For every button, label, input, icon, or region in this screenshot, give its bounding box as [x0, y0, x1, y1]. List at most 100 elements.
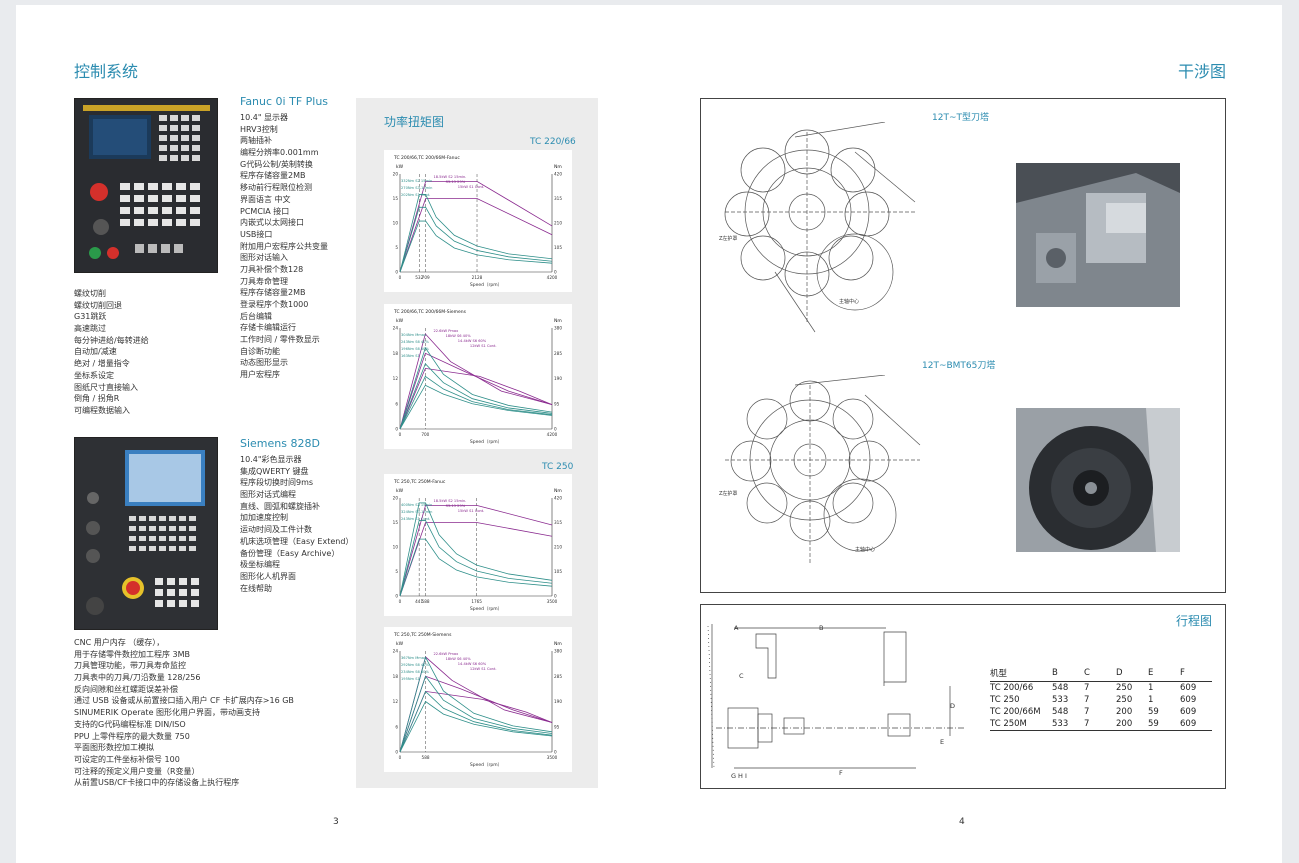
data-label: 22.6kW Pmax: [433, 652, 459, 656]
dim-label-h: H: [738, 772, 743, 780]
interference-drawing-box: [700, 98, 1226, 593]
dim-label-b: B: [819, 624, 823, 632]
y2-tick-label: 95: [554, 724, 560, 729]
y-tick-label: 5: [395, 569, 398, 574]
y-tick-label: 0: [395, 270, 398, 275]
series-line: [399, 180, 553, 273]
siemens-feature-item: 运动时间及工件计数: [240, 525, 312, 535]
y2-axis-label: Nm: [554, 641, 562, 647]
fanuc-feature-item: 自诊断功能: [240, 346, 280, 356]
siemens-bottom-feature-item: 从前置USB/CF卡接口中的存储设备上执行程序: [74, 778, 240, 788]
series-line: [399, 363, 553, 430]
siemens-bottom-feature-item: 反向间隙和丝杠螺距误差补偿: [74, 684, 178, 694]
data-label: 304Nm Mmax: [401, 333, 427, 337]
series-line: [399, 346, 553, 430]
series-line: [399, 520, 553, 597]
data-label: 18.5kW S2 15min.: [433, 499, 466, 503]
y2-tick-label: 105: [554, 569, 562, 574]
spec-table-cell: 250: [1116, 683, 1133, 693]
series-line: [399, 502, 553, 597]
y2-tick-label: 285: [554, 351, 562, 356]
y2-tick-label: 190: [554, 699, 562, 704]
turret-2-photo: [1016, 408, 1180, 552]
y-tick-label: 24: [393, 649, 399, 654]
data-label: 12kW S1 Cont.: [470, 667, 497, 671]
y2-axis-label: Nm: [554, 488, 562, 494]
chart-title: TC 250,TC 250M-Siemens: [393, 632, 452, 638]
page-title-interference: 干涉图: [1178, 62, 1227, 81]
spec-table-header-cell: 机型: [990, 666, 1052, 682]
x-axis-label: Speed（rpm）: [470, 606, 502, 612]
spec-table-cell: 533: [1052, 718, 1084, 731]
x-tick-label: 709: [422, 275, 430, 280]
series-line: [399, 206, 553, 273]
spindle-center-label-1: 主轴中心: [839, 298, 859, 305]
spec-table-cell: 609: [1180, 707, 1197, 717]
y2-tick-label: 210: [554, 545, 562, 550]
fanuc-feature-item: 图形对话输入: [240, 253, 288, 263]
y-tick-label: 18: [393, 674, 399, 679]
siemens-bottom-feature-item: 平面图形数控加工模拟: [74, 743, 154, 753]
x-axis-label: Speed（rpm）: [470, 762, 502, 768]
siemens-controller-photo: [74, 437, 218, 630]
turret-1-caption: 12T~T型刀塔: [932, 113, 989, 123]
fanuc-feature-item: 工作时间 / 零件数显示: [240, 335, 320, 345]
y2-tick-label: 210: [554, 221, 562, 226]
y2-tick-label: 380: [554, 649, 562, 654]
siemens-feature-item: 图形化人机界面: [240, 571, 296, 581]
y2-tick-label: 95: [554, 401, 560, 406]
y2-tick-label: 420: [554, 496, 562, 501]
fanuc-left-feature-item: G31跳跃: [74, 312, 107, 322]
siemens-bottom-feature-item: 可设定的工件坐标补偿号 100: [74, 754, 180, 764]
y-axis-label: kW: [396, 641, 404, 647]
turret-2-photo-illustration: [1016, 408, 1180, 552]
fanuc-left-feature-item: 倒角 / 拐角R: [74, 394, 120, 404]
spec-table-cell: 7: [1084, 683, 1090, 693]
travel-title: 行程图: [1176, 614, 1213, 628]
turret-2-caption: 12T~BMT65刀塔: [922, 361, 996, 371]
siemens-feature-item: 在线帮助: [240, 583, 272, 593]
chart-title: TC 200/66,TC 200/66M-Siemens: [393, 309, 467, 315]
travel-drawing: A B C D E F G H I: [706, 618, 976, 780]
fanuc-feature-item: 程序存储容量2MB: [240, 288, 306, 298]
data-label: 196Nm S6 60%: [401, 347, 429, 351]
fanuc-feature-item: G代码公制/英制转换: [240, 159, 313, 169]
y-tick-label: 12: [393, 699, 399, 704]
spec-table-cell: 1: [1148, 683, 1154, 693]
y-axis-label: kW: [396, 488, 404, 494]
fanuc-feature-item: PCMCIA 接口: [240, 206, 290, 216]
spec-table-cell: 200: [1116, 718, 1148, 731]
siemens-controller-illustration: [75, 438, 217, 629]
data-label: 202Nm S1 Cont.: [401, 193, 430, 197]
fanuc-feature-item: 界面语言 中文: [240, 194, 291, 204]
x-tick-label: 4200: [547, 275, 558, 280]
fanuc-feature-item: 内嵌式以太网接口: [240, 218, 304, 228]
y-axis-label: kW: [396, 164, 404, 170]
fanuc-feature-item: USB接口: [240, 229, 273, 239]
y-tick-label: 18: [393, 351, 399, 356]
fanuc-left-feature-item: 螺纹切削回退: [74, 300, 122, 310]
series-line: [399, 194, 553, 273]
data-label: S3-15 25%: [446, 180, 466, 184]
data-label: S3-15 25%: [446, 504, 466, 508]
siemens-bottom-feature-item: CNC 用户内存 （缓存），: [74, 638, 165, 647]
siemens-feature-item: 机床选项管理（Easy Extend）: [240, 536, 354, 546]
siemens-feature-item: 集成QWERTY 键盘: [240, 466, 309, 476]
torque-panel-title: 功率扭矩图: [384, 115, 445, 129]
y2-tick-label: 190: [554, 376, 562, 381]
dim-label-a: A: [734, 624, 739, 632]
data-label: 270Nm S3-15min: [401, 186, 432, 190]
siemens-bottom-feature-item: 通过 USB 设备或从前置接口插入用户 CF 卡扩展内存>16 GB: [74, 696, 294, 706]
fanuc-left-feature-item: 自动加/减速: [74, 347, 117, 357]
series-line: [399, 333, 553, 430]
fanuc-feature-item: 10.4" 显示器: [240, 113, 289, 122]
series-line: [399, 220, 553, 273]
data-label: 234Nm S6 60%: [401, 670, 429, 674]
